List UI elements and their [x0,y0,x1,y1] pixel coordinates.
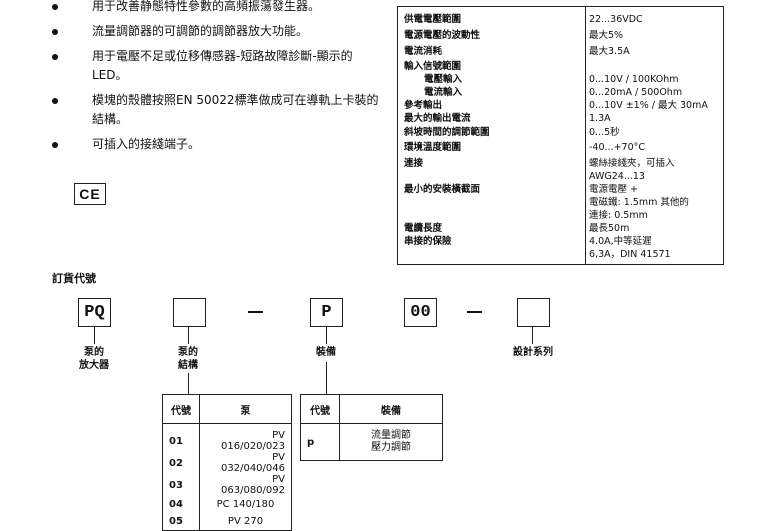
spec-label: 串接的保險 [404,236,452,247]
connector-line [94,326,95,344]
caption-line: 放大器 [79,360,109,371]
table-header: 裝備 [339,394,443,424]
table-cell: PV 270 [227,516,264,527]
table-cell: 流量調節 壓力調節 [340,424,443,461]
table-row: p 流量調節 壓力調節 [300,423,443,461]
spec-label: 最小的安裝橫截面 [404,184,481,195]
code-dash [467,311,482,313]
feature-list: 用于改善静態特性參數的高頻振蕩發生器。 流量調節器的可調節的調節器放大功能。 用… [52,0,382,163]
equipment-desc: 流量調節 [371,430,411,441]
connector-line [326,326,327,344]
spec-value: 6,3A，DIN 41571 [589,249,671,260]
spec-label: 電壓輸入 [424,74,463,85]
equipment-desc: 壓力調節 [371,442,411,453]
feature-text: 用于改善静態特性參數的高頻振蕩發生器。 [92,0,321,13]
code-box-pump-amplifier: PQ [78,298,111,327]
spec-value: 1.3A [589,113,611,124]
list-item: 用于電壓不足或位移傳感器-短路故障診斷-顯示的LED。 [52,47,382,85]
ce-mark-icon: CE [74,183,106,205]
spec-label: 環境溫度範圍 [404,142,462,153]
table-header: 代號 [162,394,200,424]
spec-label: 電纜長度 [404,223,443,234]
feature-text: 模塊的殼體按照EN 50022標準做成可在導軌上卡裝的結構。 [92,93,379,126]
table-cell: 04 [162,496,200,513]
spec-value: 電磁鐵: 1.5mm 其他的 [589,197,689,208]
caption-line: 泵的 [84,347,104,358]
bullet-icon [52,29,58,35]
spec-label: 最大的輸出電流 [404,113,471,124]
list-item: 流量調節器的可調節的調節器放大功能。 [52,22,382,41]
spec-label: 斜坡時間的調節範圍 [404,127,490,138]
caption-line: 泵的 [178,347,198,358]
table-row: 04 PC 140/180 [162,496,292,513]
spec-label: 電流輸入 [424,87,463,98]
table-cell: 01 [162,423,200,452]
bullet-icon [52,54,58,60]
spec-value: 最大5% [589,30,624,41]
table-cell: PV 032/040/046 [221,452,285,474]
connector-line [326,362,327,395]
bullet-icon [52,142,58,148]
spec-table [397,6,724,265]
order-code-title: 訂貨代號 [52,272,96,285]
spec-label: 供電電壓範圍 [404,14,462,25]
spec-value: 螺絲接綫夾，可插入 [589,158,675,169]
equipment-code-table: 代號 裝備 p 流量調節 壓力調節 [300,394,443,461]
connector-line [532,326,533,344]
spec-value: 0...10V / 100KOhm [589,74,679,85]
table-row: 01 PV 016/020/023 [162,423,292,452]
connector-line [188,373,189,395]
spec-value: 22...36VDC [589,14,643,25]
spec-value: 4.0A,中等延遲 [589,236,652,247]
code-box-design-series [517,298,550,327]
spec-value: 最長50m [589,223,630,234]
table-cell: PV 063/080/092 [221,474,285,496]
feature-text: 用于電壓不足或位移傳感器-短路故障診斷-顯示的LED。 [92,49,353,82]
spec-value: 連接: 0.5mm [589,210,648,221]
spec-value: 0...10V ±1% / 最大 30mA [589,100,708,111]
list-item: 用于改善静態特性參數的高頻振蕩發生器。 [52,0,382,16]
code-box-series: 00 [404,298,437,327]
code-box-pump-structure [173,298,206,327]
caption-equipment: 裝備 [316,347,336,358]
spec-value: -40...+70°C [589,142,646,153]
spec-label: 參考輸出 [404,100,443,111]
caption-line: 結構 [178,360,198,371]
table-cell: 03 [162,474,200,496]
bullet-icon [52,98,58,104]
table-cell: 02 [162,452,200,474]
bullet-icon [52,4,58,10]
table-row: 05 PV 270 [162,513,292,531]
table-row: 03 PV 063/080/092 [162,474,292,496]
spec-value: 0...5秒 [589,127,620,138]
spec-label: 電源電壓的波動性 [404,30,481,41]
caption-pump-amplifier: 泵的 放大器 [76,346,112,372]
spec-value: AWG24...13 [589,171,645,182]
connector-line [188,326,189,344]
table-row: 02 PV 032/040/046 [162,452,292,474]
spec-label: 電流消耗 [404,46,443,57]
spec-value: 最大3.5A [589,46,630,57]
caption-design-series: 設計系列 [513,347,553,358]
code-box-equipment: P [310,298,343,327]
table-cell: 05 [162,513,200,531]
spec-label: 連接 [404,158,424,169]
table-cell: PV 016/020/023 [221,430,285,452]
spec-value: 電源電壓 + [589,184,638,195]
feature-text: 流量調節器的可調節的調節器放大功能。 [92,24,309,38]
table-cell: PC 140/180 [216,499,275,510]
spec-divider [585,6,586,264]
spec-value: 0...20mA / 500Ohm [589,87,683,98]
caption-pump-structure: 泵的 結構 [170,346,206,372]
table-cell: p [300,423,340,461]
table-header: 泵 [199,394,292,424]
pump-code-table: 代號 泵 01 PV 016/020/023 02 PV 032/040/046… [162,394,292,531]
spec-label: 輸入信號範圍 [404,61,462,72]
list-item: 可插入的接綫端子。 [52,135,382,154]
list-item: 模塊的殼體按照EN 50022標準做成可在導軌上卡裝的結構。 [52,91,382,129]
code-dash [248,311,263,313]
table-header: 代號 [300,394,340,424]
feature-text: 可插入的接綫端子。 [92,137,201,151]
